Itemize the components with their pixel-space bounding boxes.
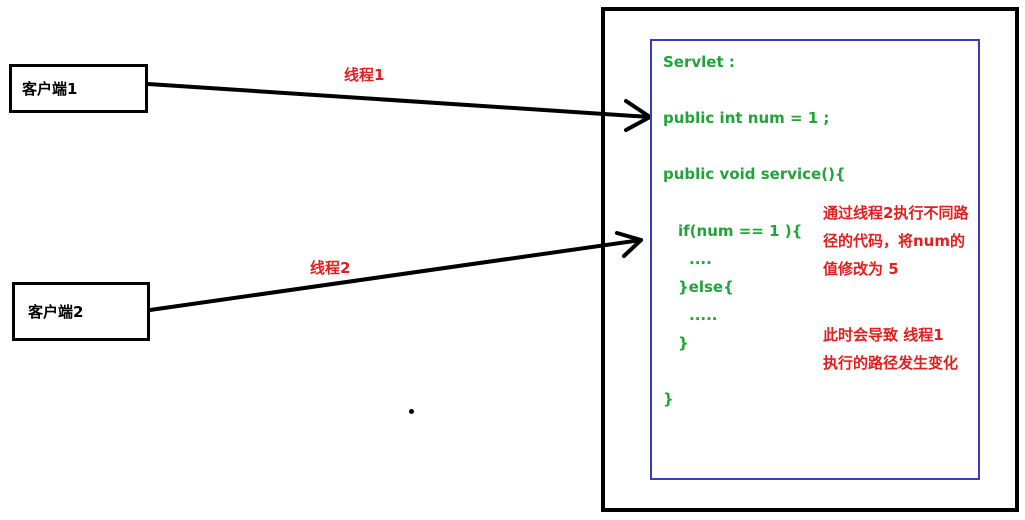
servlet-if-line: if(num == 1 ){ [678,222,803,240]
client1-box: 客户端1 [9,64,148,113]
servlet-dots1: .... [689,250,712,268]
servlet-close-outer: } [663,390,674,408]
servlet-else-line: }else{ [678,278,734,296]
note2-line1: 此时会导致 线程1 [823,326,944,344]
servlet-title: Servlet : [663,53,735,71]
note1-line2: 径的代码，将num的 [823,232,965,250]
client2-label: 客户端2 [28,303,84,321]
thread2-arrow [148,231,643,312]
server-container [601,7,1019,512]
servlet-box [650,39,980,480]
client2-box: 客户端2 [12,282,150,341]
note1-line1: 通过线程2执行不同路 [823,204,969,222]
note1-line3: 值修改为 5 [823,260,899,278]
servlet-close-inner: } [678,334,689,352]
thread1-label: 线程1 [344,66,385,84]
thread1-arrow [146,82,652,132]
servlet-method: public void service(){ [663,165,846,183]
client1-label: 客户端1 [22,80,78,98]
servlet-dots2: ..... [689,306,718,324]
thread2-label: 线程2 [310,259,351,277]
servlet-field: public int num = 1 ; [663,109,830,127]
stray-dot [409,409,414,414]
note-thread2-change: 通过线程2执行不同路 径的代码，将num的 值修改为 5 [823,199,968,283]
note2-line2: 执行的路径发生变化 [823,354,959,372]
note-thread1-effect: 此时会导致 线程1 执行的路径发生变化 [823,321,958,377]
